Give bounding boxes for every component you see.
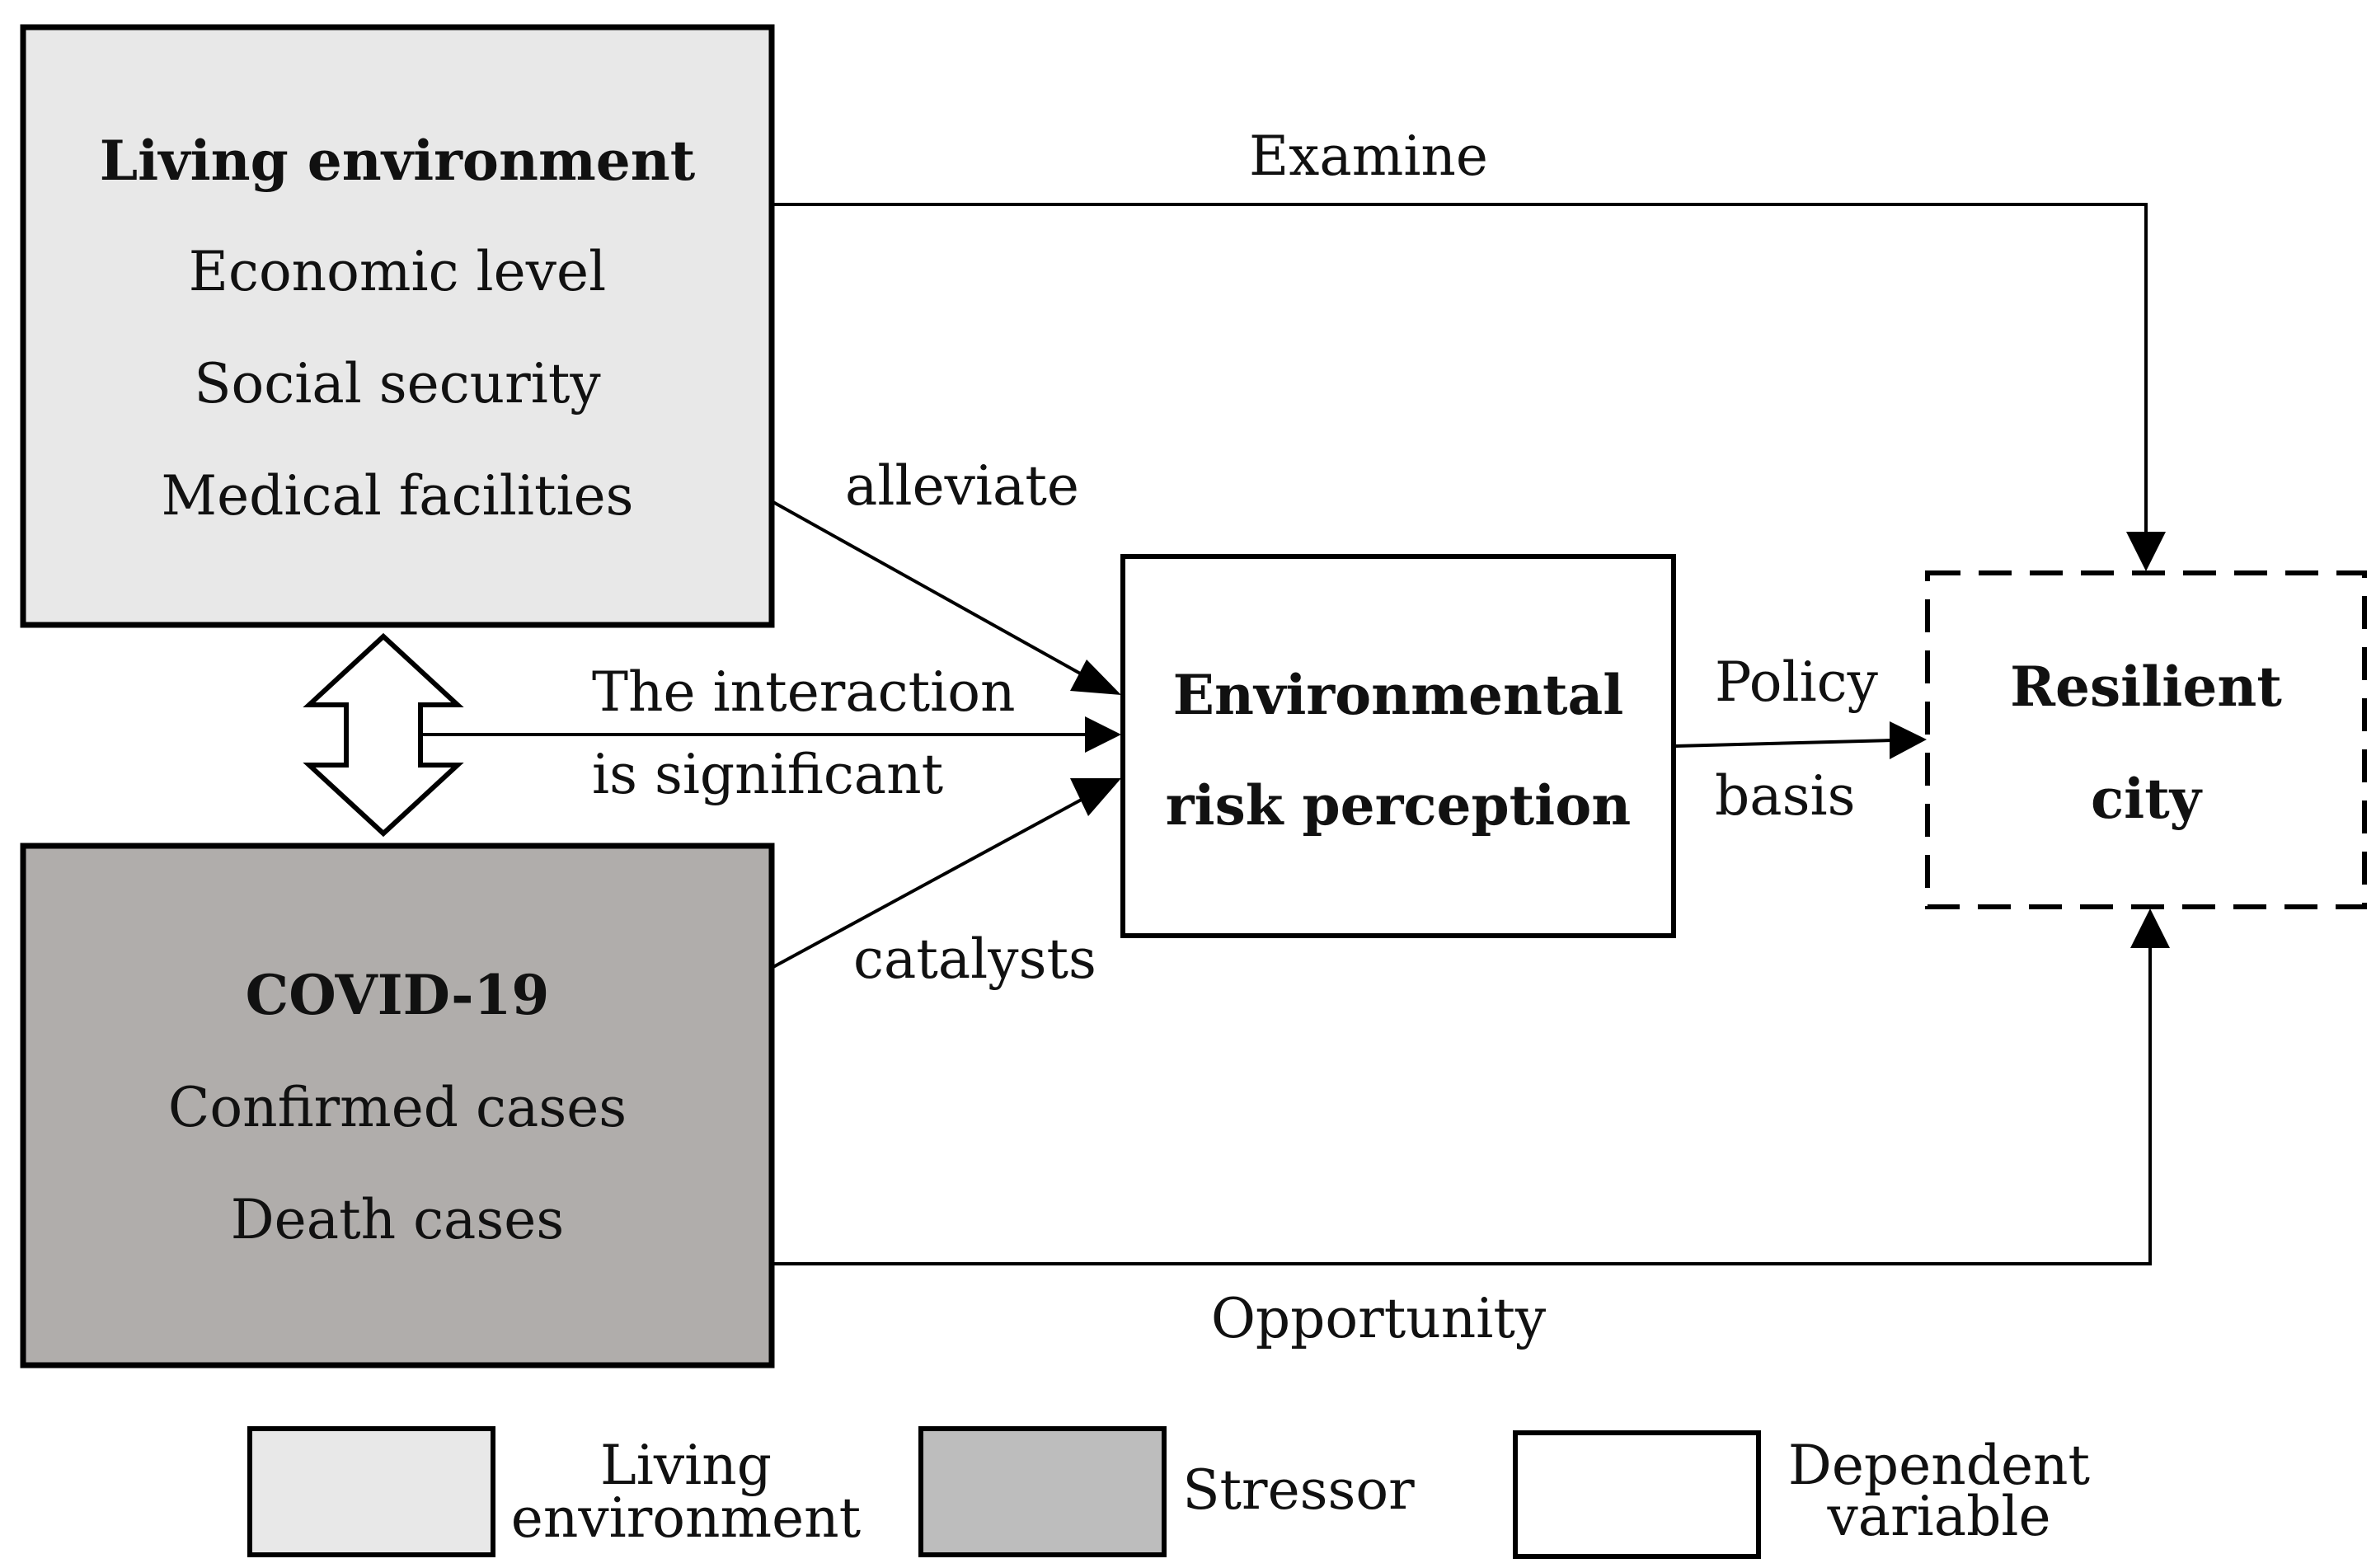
edge-label-policy: Policy [1715,650,1879,714]
living-environment-node: Living environment Economic level Social… [20,24,775,628]
legend-label-living-line1: Living [600,1434,772,1497]
edge-alleviate [771,500,1097,684]
edge-policy-basis [1673,739,1893,748]
legend-label-stressor: Stressor [1182,1458,1415,1522]
living-item-medical-facilities: Medical facilities [161,464,633,528]
edge-opportunity [772,945,2152,1265]
legend-swatch-stressor [918,1426,1167,1557]
edge-opportunity-arrowhead [2130,908,2170,948]
covid-box [20,843,775,1368]
living-item-social-security: Social security [194,352,601,415]
covid-node: COVID-19 Confirmed cases Death cases [20,843,775,1368]
living-environment-title: Living environment [100,129,696,193]
legend-swatch-dependent-variable [1513,1430,1761,1559]
covid-title: COVID-19 [246,963,550,1027]
edge-label-alleviate: alleviate [845,454,1079,518]
edge-label-opportunity: Opportunity [1211,1287,1547,1350]
edge-label-basis: basis [1715,764,1855,828]
edge-examine-arrowhead [2126,532,2166,571]
resilient-city-title-line1: Resilient [2010,655,2282,719]
edge-alleviate-arrowhead [1070,660,1121,695]
risk-perception-title-line2: risk perception [1166,773,1632,838]
legend: Living environment Stressor Dependent va… [247,1426,2090,1559]
risk-perception-box [1120,554,1676,938]
edge-catalysts [771,790,1097,969]
risk-perception-title-line1: Environmental [1173,663,1624,727]
edge-label-examine: Examine [1249,124,1488,188]
edge-interaction-arrowhead [1085,716,1121,753]
edge-examine [772,203,2148,540]
resilient-city-title-line2: city [2091,767,2203,831]
edge-label-interaction-line2: is significant [592,743,943,806]
legend-label-living-line2: environment [511,1486,861,1550]
legend-swatch-living-environment [247,1426,495,1557]
covid-item-confirmed-cases: Confirmed cases [168,1076,627,1139]
legend-label-dependent-line2: variable [1826,1485,2050,1548]
edge-label-catalysts: catalysts [853,927,1096,991]
edge-label-interaction-line1: The interaction [592,660,1016,724]
edge-catalysts-arrowhead [1070,778,1121,816]
interaction-double-arrow [303,632,464,838]
resilient-city-box [1925,570,2367,909]
legend-label-dependent-line1: Dependent [1788,1434,2090,1497]
risk-perception-node: Environmental risk perception [1120,554,1676,938]
covid-item-death-cases: Death cases [231,1188,564,1251]
edge-policy-basis-arrowhead [1890,721,1927,759]
living-item-economic-level: Economic level [189,240,606,303]
resilient-city-node: Resilient city [1925,570,2367,909]
living-environment-box [20,24,775,628]
